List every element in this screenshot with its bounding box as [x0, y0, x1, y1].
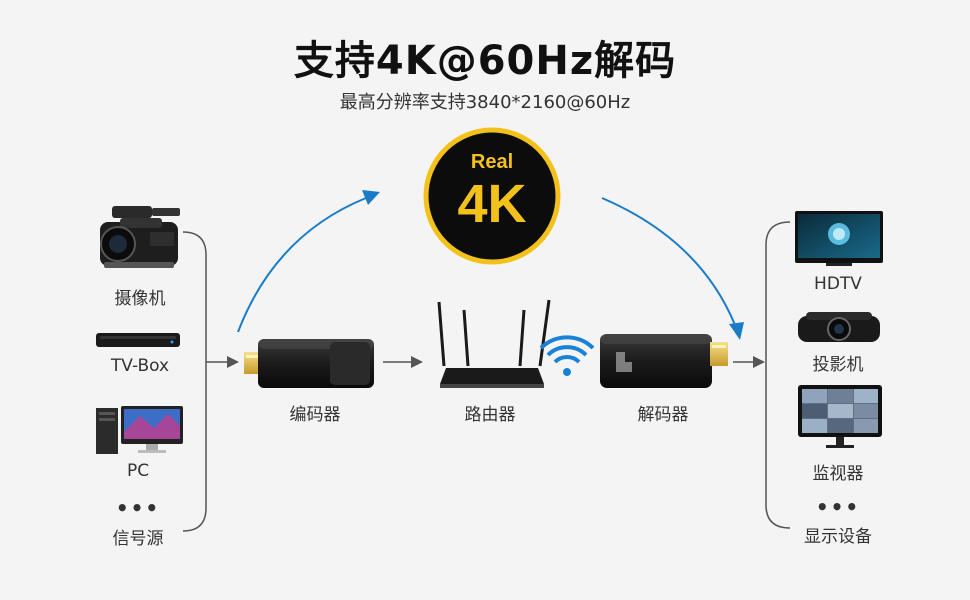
badge-real-text: Real: [471, 151, 513, 173]
real-4k-badge: Real 4K: [423, 127, 561, 265]
display-label-hdtv: HDTV: [814, 274, 862, 294]
projector-icon: [798, 312, 880, 342]
source-label-pc: PC: [126, 461, 150, 481]
sources-more-dots: •••: [115, 496, 161, 520]
page-title: 支持4K@60Hz解码: [293, 38, 677, 84]
displays-more-dots: •••: [815, 495, 861, 519]
arc-right-arrowhead: [729, 322, 744, 340]
sources-bracket: [182, 231, 207, 532]
hdtv-icon: [795, 211, 883, 266]
router-label: 路由器: [464, 405, 516, 425]
camcorder-icon: [100, 206, 180, 268]
router-icon: [437, 299, 551, 388]
arc-left-arrowhead: [362, 190, 380, 205]
wifi-icon: [539, 335, 595, 376]
displays-group-label: 显示设备: [804, 527, 872, 547]
tv-box-icon: [96, 333, 180, 347]
source-label-tv-box: TV-Box: [110, 356, 170, 376]
signal-arc-left: [237, 190, 380, 333]
decoder-dongle-icon: [600, 334, 728, 388]
encoder-dongle-icon: [244, 339, 374, 388]
badge-4k-text: 4K: [457, 174, 526, 234]
displays-bracket: [765, 221, 791, 529]
display-label-monitor: 监视器: [812, 464, 864, 484]
source-label-camcorder: 摄像机: [114, 289, 166, 309]
sources-group-label: 信号源: [112, 529, 164, 549]
display-label-projector: 投影机: [812, 355, 864, 375]
signal-arc-right: [601, 197, 744, 340]
encoder-label: 编码器: [289, 405, 341, 425]
decoder-label: 解码器: [637, 405, 689, 425]
monitor-icon: [798, 385, 882, 448]
desktop-pc-icon: [96, 406, 183, 454]
page-subtitle: 最高分辨率支持3840*2160@60Hz: [339, 92, 631, 113]
